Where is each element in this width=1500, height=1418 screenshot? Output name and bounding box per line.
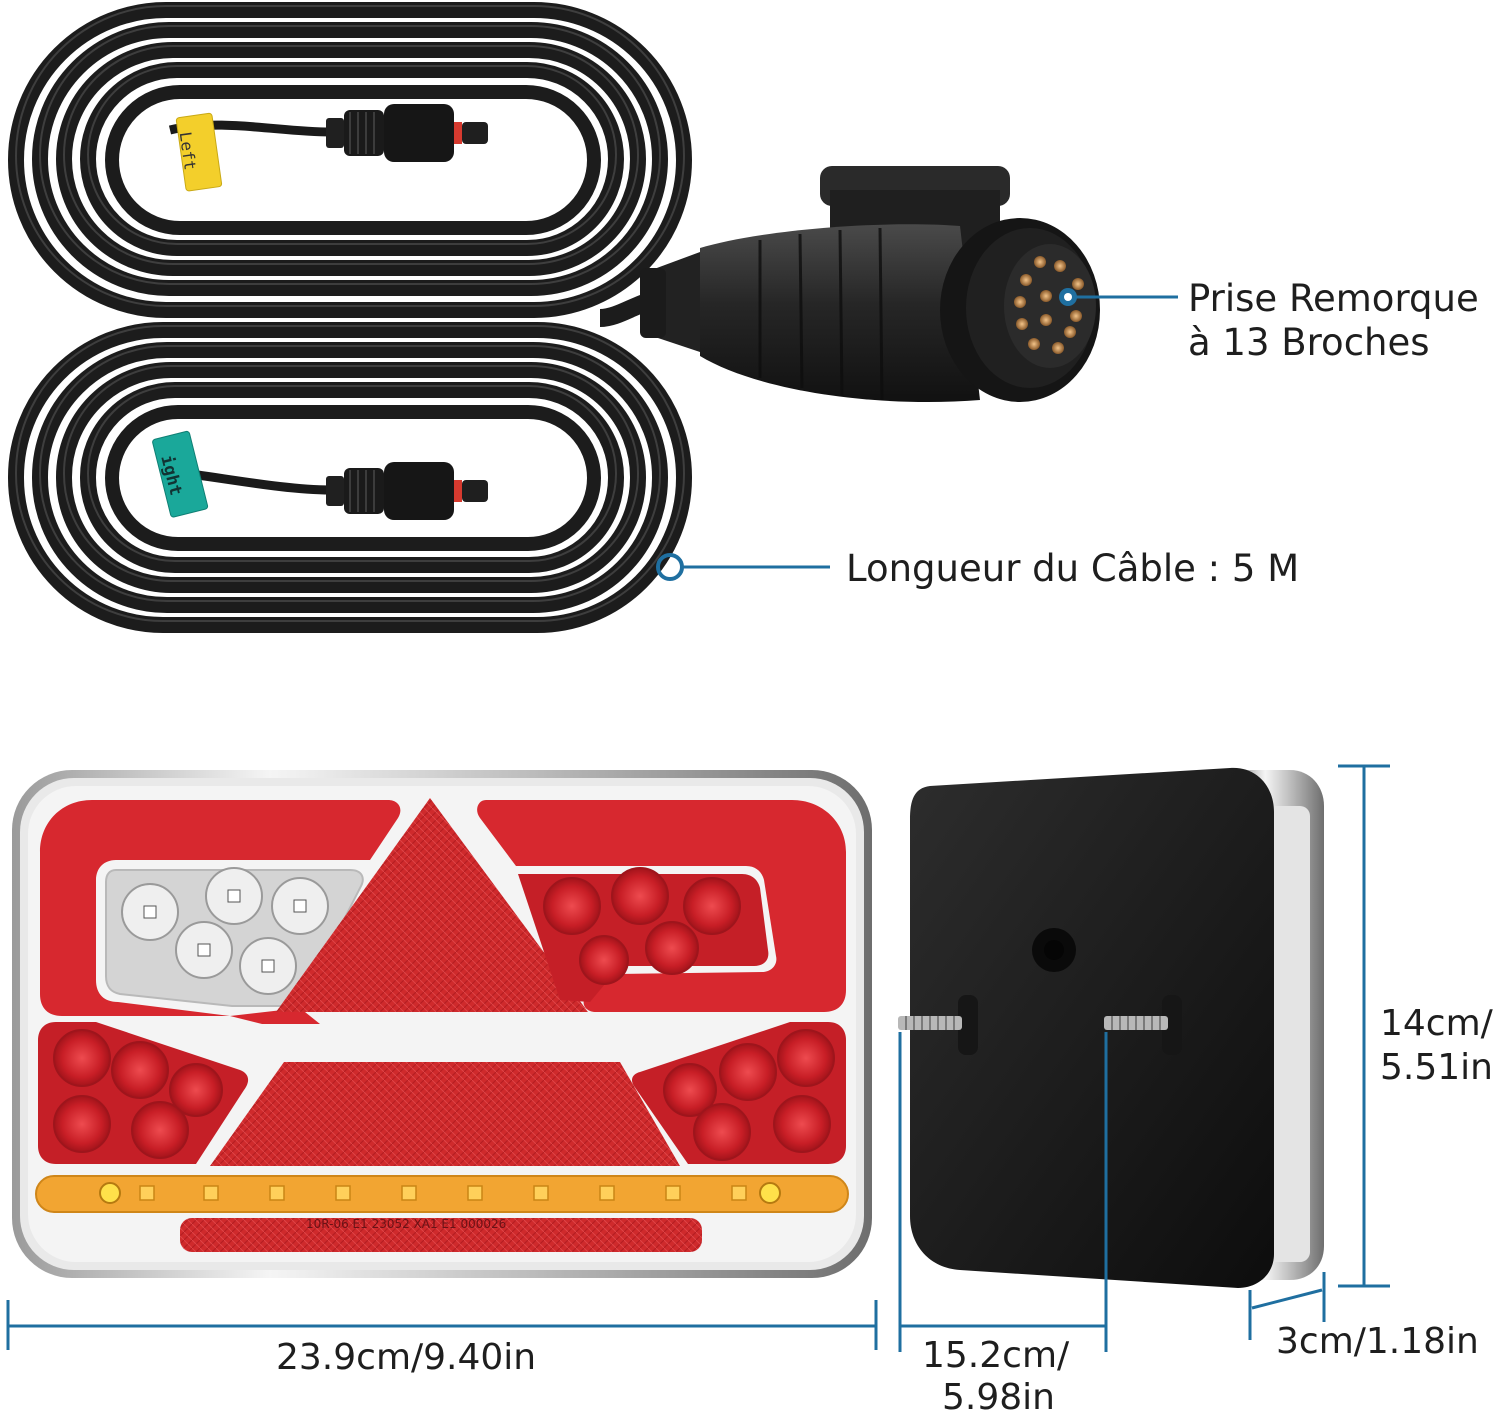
plug-callout-line1: Prise Remorque bbox=[1188, 277, 1479, 320]
left-tag bbox=[175, 112, 223, 192]
mounting-bolt-right bbox=[1104, 1016, 1168, 1030]
right-tag bbox=[152, 430, 209, 518]
trailer-plug-13-pin bbox=[640, 166, 1100, 403]
back-width-label-line1: 15.2cm/ bbox=[922, 1335, 1070, 1376]
width-dimension-label: 23.9cm/9.40in bbox=[276, 1337, 537, 1378]
left-connector bbox=[326, 104, 488, 162]
right-connector bbox=[326, 462, 488, 520]
triangle-reflector-bottom bbox=[210, 1062, 680, 1166]
cable-coil-lower-highlight bbox=[15, 325, 685, 622]
upper-right-frame bbox=[477, 800, 846, 1012]
indicator-strip bbox=[35, 1175, 849, 1213]
height-label-line1: 14cm/ bbox=[1380, 1003, 1493, 1044]
left-tag-text: Left bbox=[175, 130, 200, 172]
back-width-label-line2: 5.98in bbox=[942, 1377, 1055, 1418]
triangle-reflector-top bbox=[276, 798, 588, 1012]
tail-light-front bbox=[12, 770, 872, 1278]
tail-light-back bbox=[898, 767, 1324, 1288]
dimension-lines bbox=[6, 764, 1390, 1352]
lamp-marking: 10R-06 E1 23052 XA1 E1 000026 bbox=[306, 1217, 507, 1231]
plug-pins bbox=[1014, 256, 1084, 354]
cable-coil-upper-highlight bbox=[15, 5, 685, 307]
plug-callout-line2: à 13 Broches bbox=[1188, 321, 1430, 364]
height-label-line2: 5.51in bbox=[1380, 1047, 1493, 1088]
bottom-reflector bbox=[180, 1218, 702, 1252]
cable-length-callout: Longueur du Câble : 5 M bbox=[846, 547, 1300, 590]
mounting-bolt-left bbox=[898, 1016, 962, 1030]
depth-label: 3cm/1.18in bbox=[1276, 1321, 1479, 1362]
upper-left-frame bbox=[40, 800, 401, 1016]
